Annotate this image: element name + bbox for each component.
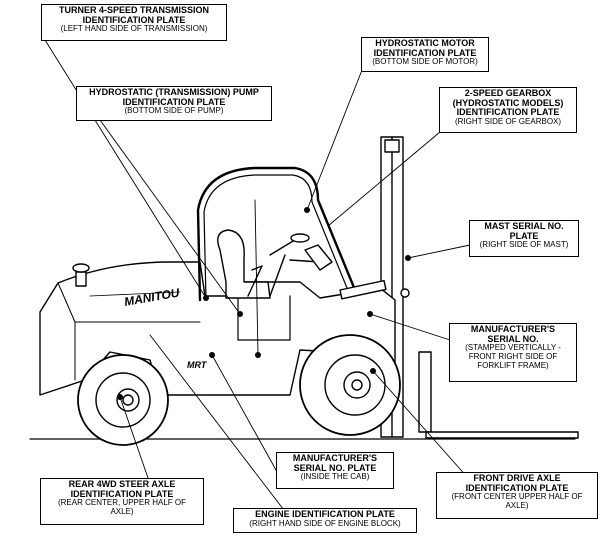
hydrostatic-pump-plate-label: HYDROSTATIC (TRANSMISSION) PUMP IDENTIFI… <box>76 86 272 121</box>
turner-transmission-plate-label: TURNER 4-SPEED TRANSMISSION IDENTIFICATI… <box>41 4 227 41</box>
hydrostatic-motor-plate-label: HYDROSTATIC MOTOR IDENTIFICATION PLATE (… <box>361 37 489 72</box>
engine-title-1: ENGINE IDENTIFICATION PLATE <box>255 509 395 519</box>
mast-sub-1: (RIGHT SIDE OF MAST) <box>479 240 569 250</box>
front-axle-title-2: IDENTIFICATION PLATE <box>465 482 569 493</box>
turner-title-2: IDENTIFICATION PLATE <box>82 14 186 25</box>
turner-title-1: TURNER 4-SPEED TRANSMISSION <box>58 5 210 15</box>
gearbox-title-1: 2-SPEED GEARBOX <box>464 88 552 98</box>
gearbox-plate-label: 2-SPEED GEARBOX (HYDROSTATIC MODELS) IDE… <box>439 87 577 133</box>
mast-serial-plate-label: MAST SERIAL NO. PLATE (RIGHT SIDE OF MAS… <box>469 220 579 257</box>
engine-sub-1: (RIGHT HAND SIDE OF ENGINE BLOCK) <box>249 518 401 528</box>
mast-title-2: PLATE <box>509 230 539 241</box>
gearbox-sub-1: (RIGHT SIDE OF GEARBOX) <box>454 117 562 127</box>
rear-wheel <box>77 354 169 446</box>
steering <box>269 233 333 271</box>
front-axle-title-1: FRONT DRIVE AXLE <box>473 473 561 483</box>
front-axle-plate-label: FRONT DRIVE AXLE IDENTIFICATION PLATE (F… <box>436 472 598 519</box>
mfr-frame-sub-3: FORKLIFT FRAME) <box>477 360 549 370</box>
hydro-motor-sub-1: (BOTTOM SIDE OF MOTOR) <box>372 57 478 67</box>
front-axle-sub-1: (FRONT CENTER UPPER HALF OF <box>451 492 583 502</box>
front-wheel <box>299 334 401 436</box>
engine-plate-label: ENGINE IDENTIFICATION PLATE (RIGHT HAND … <box>233 508 417 533</box>
gearbox-title-3: IDENTIFICATION PLATE <box>456 107 560 118</box>
turner-sub-1: (LEFT HAND SIDE OF TRANSMISSION) <box>60 24 208 34</box>
rear-axle-sub-1: (REAR CENTER, UPPER HALF OF <box>57 498 186 508</box>
rear-axle-title-1: REAR 4WD STEER AXLE <box>68 479 176 489</box>
plate-markers <box>117 207 411 400</box>
manufacturer-serial-cab-label: MANUFACTURER'S SERIAL NO. PLATE (INSIDE … <box>276 452 394 489</box>
forks <box>418 351 579 439</box>
tilt-cylinder <box>339 279 410 300</box>
mfr-cab-sub-1: (INSIDE THE CAB) <box>300 472 370 482</box>
rear-axle-sub-2: AXLE) <box>110 507 134 517</box>
front-axle-sub-2: AXLE) <box>505 501 529 511</box>
mast-title-1: MAST SERIAL NO. <box>484 221 564 231</box>
air-intake <box>72 263 90 287</box>
gearbox-title-2: (HYDROSTATIC MODELS) <box>452 97 564 108</box>
mfr-frame-sub-2: FRONT RIGHT SIDE OF <box>468 352 558 362</box>
hydro-pump-title-1: HYDROSTATIC (TRANSMISSION) PUMP <box>89 87 259 97</box>
hydro-pump-sub-1: (BOTTOM SIDE OF PUMP) <box>124 106 224 116</box>
mfr-frame-sub-1: (STAMPED VERTICALLY - <box>465 343 561 353</box>
manufacturer-serial-frame-label: MANUFACTURER'S SERIAL NO. (STAMPED VERTI… <box>449 323 577 382</box>
hydro-motor-title-2: IDENTIFICATION PLATE <box>373 47 477 58</box>
mfr-cab-title-2: SERIAL NO. PLATE <box>293 462 377 473</box>
hydro-motor-title-1: HYDROSTATIC MOTOR <box>375 38 475 48</box>
rear-axle-plate-label: REAR 4WD STEER AXLE IDENTIFICATION PLATE… <box>40 478 204 525</box>
seat <box>217 229 271 299</box>
rear-axle-title-2: IDENTIFICATION PLATE <box>70 488 174 499</box>
mfr-cab-title-1: MANUFACTURER'S <box>292 453 378 463</box>
hydro-pump-title-2: IDENTIFICATION PLATE <box>122 96 226 107</box>
mfr-frame-title-1: MANUFACTURER'S <box>470 324 556 334</box>
model-badge: MRT <box>187 360 208 370</box>
mfr-frame-title-2: SERIAL NO. <box>487 333 539 344</box>
leader-lines <box>44 39 471 519</box>
